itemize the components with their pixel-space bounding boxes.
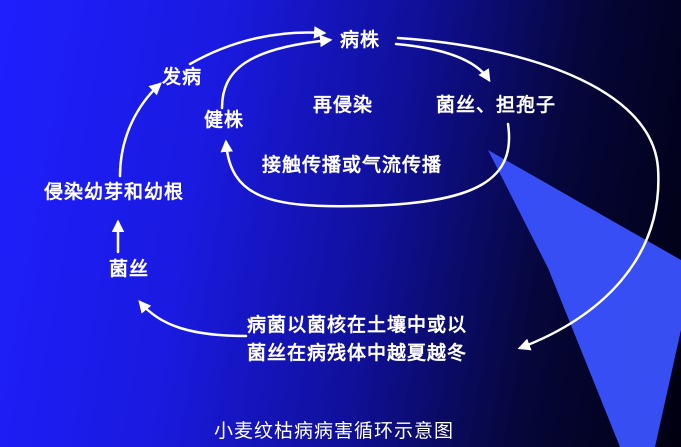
arrow-spores-to-healthy-loop bbox=[220, 122, 511, 208]
node-healthy-plant: 健株 bbox=[204, 109, 245, 131]
arrow-diseased-to-spores bbox=[394, 42, 491, 83]
node-hyphae-basidiospores: 菌丝、担孢子 bbox=[436, 94, 557, 116]
node-hyphae: 菌丝 bbox=[109, 258, 150, 280]
diagram-caption: 小麦纹枯病病害循环示意图 bbox=[214, 420, 455, 442]
arrow-healthy-to-diseased bbox=[220, 34, 333, 110]
node-overwinter-line1: 病菌以菌核在土壤中或以 bbox=[247, 314, 468, 336]
node-reinfection: 再侵染 bbox=[313, 94, 374, 116]
node-onset: 发病 bbox=[162, 66, 203, 88]
node-overwinter-line2: 菌丝在病残体中越夏越冬 bbox=[247, 342, 468, 364]
arrow-diseased-to-overwinter bbox=[396, 36, 660, 351]
arrow-infect-to-onset bbox=[118, 82, 162, 178]
arrow-overwinter-to-hyphae bbox=[138, 300, 248, 338]
node-diseased-plant: 病株 bbox=[340, 29, 381, 51]
node-contact-airflow: 接触传播或气流传播 bbox=[262, 154, 443, 176]
node-infect-seedling: 侵染幼芽和幼根 bbox=[44, 181, 185, 203]
light-beam-shape bbox=[488, 150, 681, 447]
arrow-onset-to-diseased bbox=[188, 26, 327, 66]
